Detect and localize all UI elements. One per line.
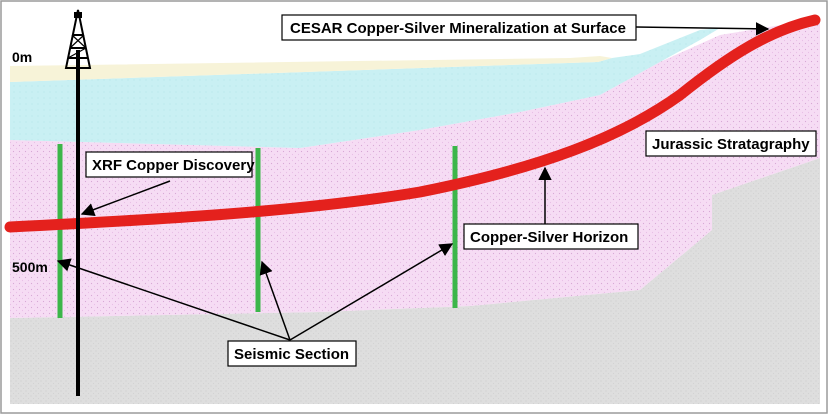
depth-marker-500m: 500m — [12, 259, 48, 275]
label-seismic-text: Seismic Section — [234, 346, 349, 363]
arrow-seismic-2 — [259, 260, 291, 341]
label-horizon-text: Copper-Silver Horizon — [470, 229, 628, 246]
surface-band — [10, 56, 612, 82]
label-xrf-discovery-text: XRF Copper Discovery — [92, 157, 255, 174]
copper-silver-horizon-line — [4, 14, 821, 233]
label-jurassic-text: Jurassic Stratagraphy — [652, 136, 810, 153]
arrow-seismic-1 — [56, 258, 291, 341]
label-seismic: Seismic Section — [227, 340, 357, 367]
basement-layer — [10, 158, 820, 404]
label-surface-mineralization-text: CESAR Copper-Silver Mineralization at Su… — [290, 20, 626, 37]
depth-marker-0m: 0m — [12, 49, 32, 65]
arrow-surface-mineralization — [635, 22, 770, 36]
label-jurassic: Jurassic Stratagraphy — [645, 130, 817, 157]
label-xrf-discovery: XRF Copper Discovery — [85, 151, 255, 178]
label-surface-mineralization: CESAR Copper-Silver Mineralization at Su… — [281, 14, 637, 41]
drill-rig-icon — [64, 9, 92, 396]
upper-sediment-layer — [10, 28, 720, 148]
label-horizon: Copper-Silver Horizon — [463, 223, 639, 250]
arrow-xrf-discovery — [80, 180, 171, 217]
arrow-seismic-3 — [289, 243, 454, 341]
